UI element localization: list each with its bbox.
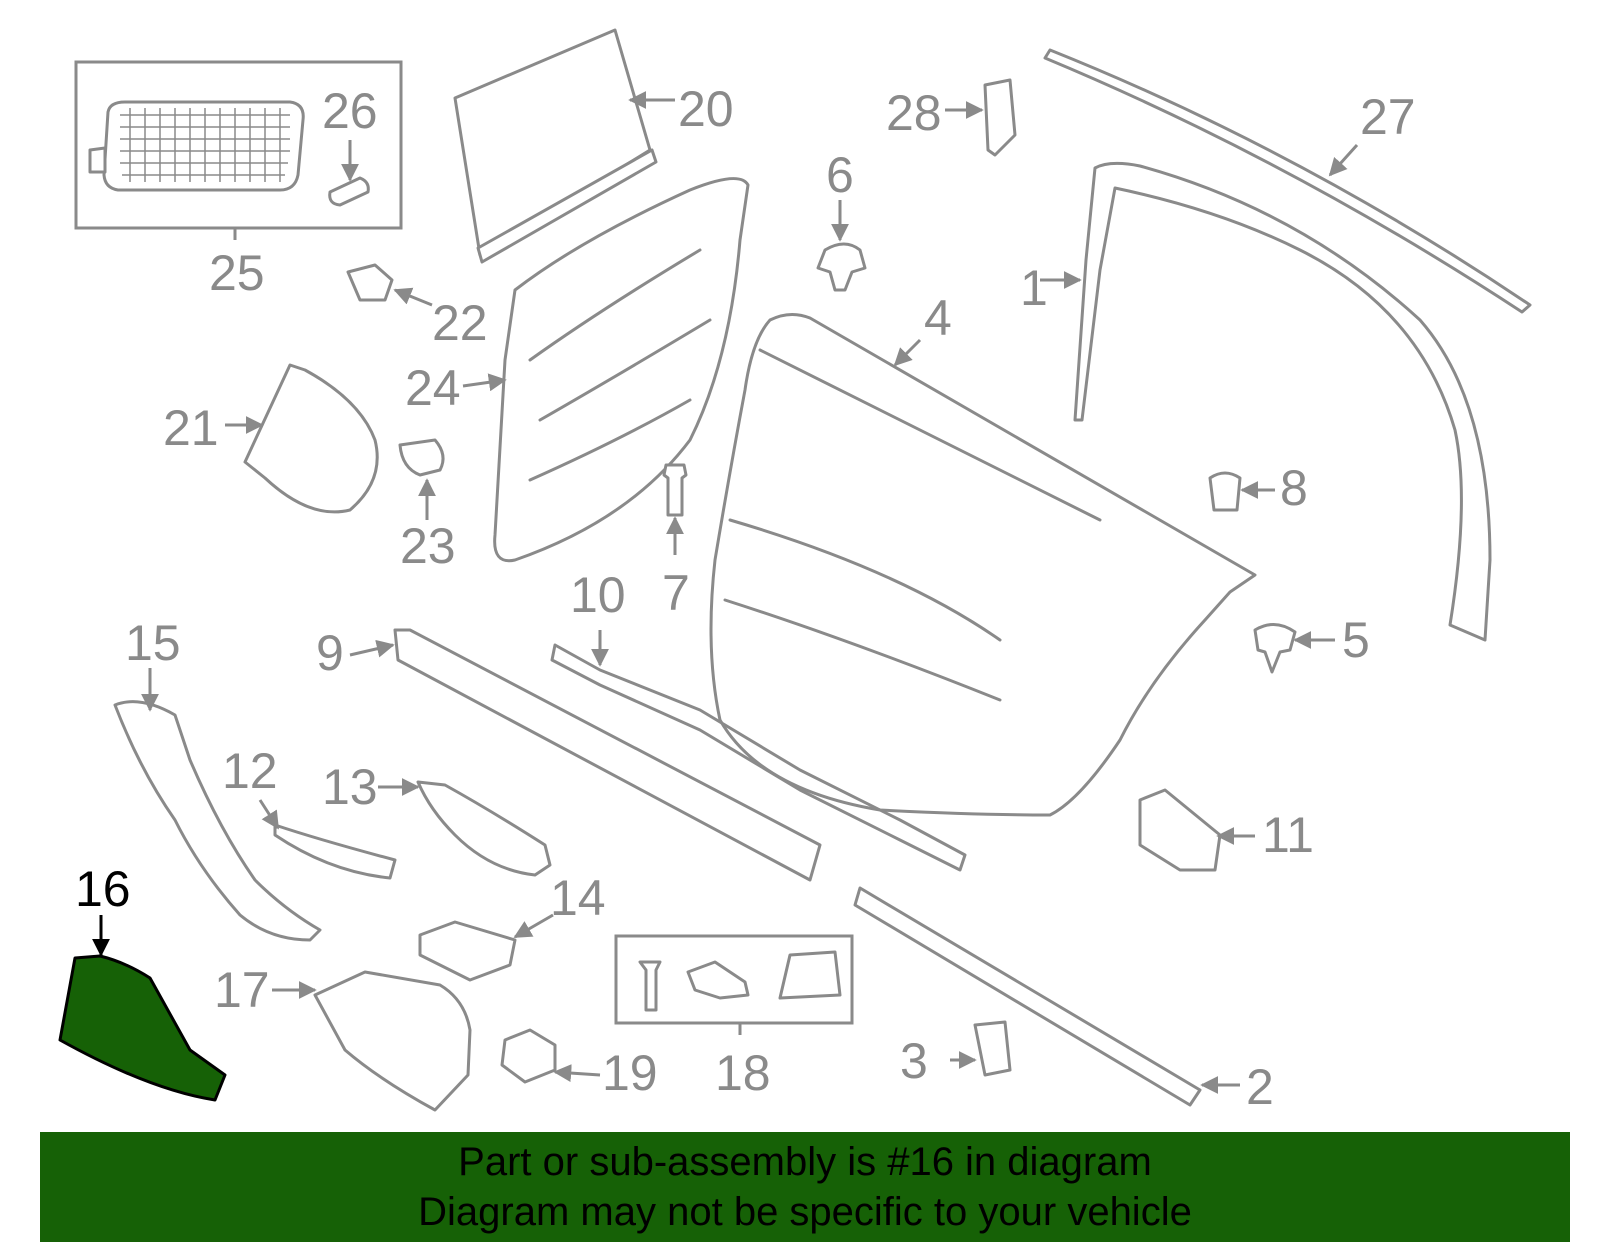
part-24-contours: [528, 248, 712, 482]
part-18-pad: [778, 950, 842, 1000]
part-7: [662, 463, 688, 517]
callout-8: 8: [1280, 460, 1308, 516]
part-13: [416, 780, 552, 877]
callout-25: 25: [209, 245, 265, 301]
part-22: [346, 263, 394, 302]
part-9: [393, 628, 822, 882]
part-19: [500, 1028, 557, 1084]
callout-26: 26: [322, 83, 378, 139]
callout-21: 21: [163, 400, 219, 456]
part-20-rod: [476, 148, 658, 264]
part-8: [1208, 471, 1242, 512]
callout-7: 7: [662, 565, 690, 621]
callout-4: 4: [924, 290, 952, 346]
callout-2: 2: [1246, 1059, 1274, 1115]
part-18-screw: [638, 960, 662, 1012]
part-6: [816, 242, 867, 292]
part-14: [418, 920, 517, 982]
part-18-box: [614, 934, 854, 1025]
part-28: [983, 78, 1017, 157]
banner-line-2: Diagram may not be specific to your vehi…: [418, 1190, 1192, 1234]
callout-3: 3: [900, 1033, 928, 1089]
part-11: [1138, 788, 1222, 872]
callout-10: 10: [570, 567, 626, 623]
callout-27: 27: [1360, 89, 1416, 145]
callout-15: 15: [125, 615, 181, 671]
callout-1: 1: [1020, 260, 1048, 316]
part-12: [273, 823, 397, 880]
callout-9: 9: [316, 625, 344, 681]
callout-22: 22: [432, 295, 488, 351]
part-17: [313, 970, 472, 1112]
callout-6: 6: [826, 147, 854, 203]
callout-5: 5: [1342, 612, 1370, 668]
part-24: [493, 177, 750, 563]
callout-23: 23: [400, 518, 456, 574]
callout-24: 24: [405, 360, 461, 416]
part-5: [1253, 623, 1297, 674]
part-16-highlighted[interactable]: [58, 954, 227, 1102]
part-3: [973, 1020, 1012, 1077]
callout-12: 12: [222, 743, 278, 799]
part-10: [550, 643, 967, 872]
callout-16-highlighted: 16: [75, 861, 131, 917]
part-25-grille: [102, 100, 305, 192]
callout-17: 17: [214, 962, 270, 1018]
part-27: [1043, 48, 1532, 314]
part-4: [709, 313, 1257, 817]
callout-20: 20: [678, 81, 734, 137]
part-1: [1073, 161, 1492, 642]
part-26: [328, 176, 370, 207]
callout-11: 11: [1262, 807, 1314, 863]
info-banner: Part or sub-assembly is #16 in diagram D…: [40, 1132, 1570, 1242]
callout-labels: 1 2 3 4 5 6 7 8 9 10 11 12 13 14 15 16 1…: [75, 81, 1416, 1115]
part-15: [113, 700, 322, 942]
callout-14: 14: [550, 870, 606, 926]
part-25-tab: [88, 146, 107, 174]
part-21: [243, 363, 379, 514]
part-23: [398, 438, 445, 477]
callout-28: 28: [886, 85, 942, 141]
part-18-clip: [686, 960, 750, 1000]
callout-13: 13: [322, 759, 378, 815]
callout-19: 19: [602, 1045, 658, 1101]
part-2: [853, 886, 1202, 1107]
part-25-grille-mesh: [120, 108, 290, 182]
banner-line-1: Part or sub-assembly is #16 in diagram: [458, 1140, 1152, 1184]
callout-18: 18: [715, 1045, 771, 1101]
part-4-contours: [723, 348, 1102, 702]
leader-lines: [92, 91, 1359, 1094]
part-25-box: [74, 60, 403, 230]
